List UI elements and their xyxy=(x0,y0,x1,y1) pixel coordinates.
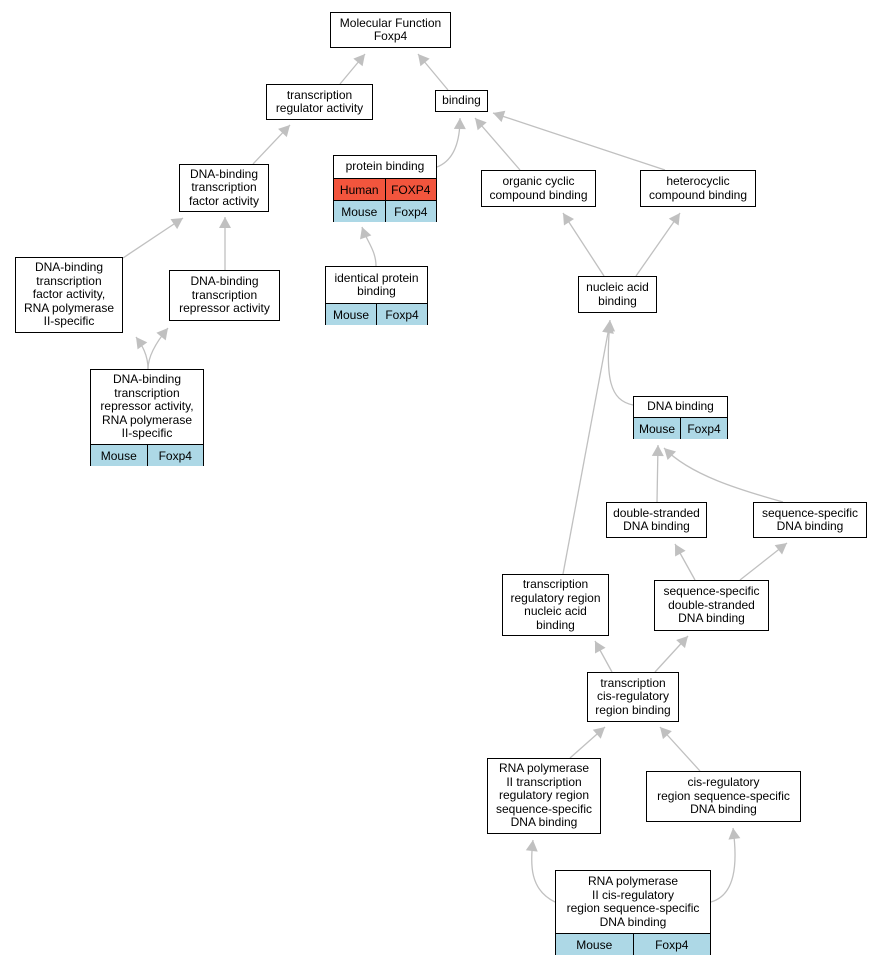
arrowhead-ssdb-to-dnab xyxy=(664,448,677,461)
arrowhead-trrnab-to-nab xyxy=(602,322,614,334)
arrowhead-pb-to-binding xyxy=(453,118,466,130)
arrowhead-tra-to-mf xyxy=(353,54,365,67)
arrowhead-tcrrb-to-ssdsdb xyxy=(676,636,688,649)
arrowhead-dbtra-to-dbtfa xyxy=(219,217,231,228)
node-label: transcription regulator activity xyxy=(275,87,364,115)
arrowhead-dsdb-to-dnab xyxy=(651,445,664,457)
node-label: DNA binding xyxy=(647,399,714,414)
node-label: heterocyclic compound binding xyxy=(648,174,748,202)
species-cell: Mouse xyxy=(334,201,385,222)
arrowhead-dbtra2-to-dbtra xyxy=(156,328,168,341)
species-cell: Mouse xyxy=(556,934,633,955)
node-label: DNA-binding transcription factor activit… xyxy=(188,166,260,208)
node-sequence-specific-ds-dna-binding[interactable]: sequence-specific double-stranded DNA bi… xyxy=(654,580,769,631)
annotation-row-mouse: Mouse Foxp4 xyxy=(91,444,203,466)
node-double-stranded-dna-binding[interactable]: double-stranded DNA binding xyxy=(606,502,707,538)
node-label: nucleic acid binding xyxy=(586,280,649,308)
arrowhead-ssdsdb-to-ssdb xyxy=(774,543,787,555)
node-dna-binding-tf-activity-rnap2[interactable]: DNA-binding transcription factor activit… xyxy=(15,257,123,333)
node-heterocyclic-compound-binding[interactable]: heterocyclic compound binding xyxy=(640,170,756,207)
gene-cell[interactable]: Foxp4 xyxy=(146,445,203,466)
node-identical-protein-binding[interactable]: identical protein binding Mouse Foxp4 xyxy=(325,266,428,325)
arrowhead-nab-to-hcb xyxy=(668,213,680,226)
arrowhead-occb-to-binding xyxy=(475,118,487,131)
node-label: protein binding xyxy=(345,159,425,174)
annotation-row-mouse: Mouse Foxp4 xyxy=(326,303,427,325)
node-label: sequence-specific DNA binding xyxy=(761,505,859,533)
node-dna-binding-repressor-activity-rnap2[interactable]: DNA-binding transcription repressor acti… xyxy=(90,369,204,466)
gene-cell[interactable]: Foxp4 xyxy=(632,934,710,955)
node-organic-cyclic-compound-binding[interactable]: organic cyclic compound binding xyxy=(481,170,596,207)
node-nucleic-acid-binding[interactable]: nucleic acid binding xyxy=(578,276,657,313)
node-rnap2-transcription-regulatory-region-binding[interactable]: RNA polymerase II transcription regulato… xyxy=(487,758,601,834)
annotation-row-mouse: Mouse Foxp4 xyxy=(556,933,710,955)
arrowhead-binding-to-mf xyxy=(418,54,430,67)
arrowhead-ssdsdb-to-dsdb xyxy=(675,544,686,557)
node-label: binding xyxy=(442,93,481,108)
node-transcription-regulator-activity[interactable]: transcription regulator activity xyxy=(266,84,373,120)
annotation-row-human: Human FOXP4 xyxy=(334,178,436,200)
node-label: Molecular Function Foxp4 xyxy=(339,15,442,43)
gene-cell[interactable]: Foxp4 xyxy=(384,201,436,222)
species-cell: Human xyxy=(334,179,385,200)
node-cis-regulatory-region-ss-dna-binding[interactable]: cis-regulatory region sequence-specific … xyxy=(646,771,801,822)
gene-cell[interactable]: Foxp4 xyxy=(376,304,427,325)
node-dna-binding[interactable]: DNA binding Mouse Foxp4 xyxy=(633,396,728,439)
species-cell: Mouse xyxy=(91,445,147,466)
arrowhead-nab-to-occb xyxy=(563,213,575,226)
arrowhead-dbtfa-to-tra xyxy=(278,125,290,138)
edge-occb-to-binding xyxy=(474,117,521,171)
node-label: DNA-binding transcription repressor acti… xyxy=(100,372,194,441)
node-label: sequence-specific double-stranded DNA bi… xyxy=(663,584,760,626)
edge-hcb-to-binding xyxy=(492,112,666,171)
node-label: transcription regulatory region nucleic … xyxy=(510,577,601,632)
node-label: transcription cis-regulatory region bind… xyxy=(595,675,671,717)
edge-dnab-to-nab xyxy=(607,319,634,406)
arrowhead-ipb-to-pb xyxy=(360,227,372,240)
node-molecular-function[interactable]: Molecular Function Foxp4 xyxy=(330,12,451,48)
node-sequence-specific-dna-binding[interactable]: sequence-specific DNA binding xyxy=(753,502,867,538)
node-label: DNA-binding transcription repressor acti… xyxy=(179,274,270,316)
edge-trrnab-to-nab xyxy=(562,321,611,575)
node-binding[interactable]: binding xyxy=(435,90,488,112)
gene-cell[interactable]: FOXP4 xyxy=(384,179,436,200)
species-cell: Mouse xyxy=(326,304,376,325)
node-label: identical protein binding xyxy=(334,270,419,298)
edge-ssdb-to-dnab xyxy=(663,447,784,503)
arrowhead-rnap-to-tcrrb xyxy=(592,727,605,739)
arrowhead-dbtra2-to-dbtfa2 xyxy=(136,337,148,350)
node-label: double-stranded DNA binding xyxy=(613,505,700,533)
node-label: RNA polymerase II transcription regulato… xyxy=(495,761,593,830)
node-rnap2-cis-regulatory-region-ss-dna-binding[interactable]: RNA polymerase II cis-regulatory region … xyxy=(555,870,711,955)
edge-nab-to-hcb xyxy=(635,212,681,277)
arrowhead-rnapcr-to-crrss xyxy=(728,828,741,840)
node-label: organic cyclic compound binding xyxy=(489,174,588,202)
arrowhead-hcb-to-binding xyxy=(493,110,506,123)
node-label: cis-regulatory region sequence-specific … xyxy=(657,775,790,817)
node-dna-binding-tf-activity[interactable]: DNA-binding transcription factor activit… xyxy=(179,164,269,212)
node-transcription-cis-regulatory-region-binding[interactable]: transcription cis-regulatory region bind… xyxy=(587,672,679,722)
edge-nab-to-occb xyxy=(562,212,605,277)
arrowhead-rnapcr-to-rnap xyxy=(525,840,538,852)
arrowhead-tcrrb-to-trrnab xyxy=(595,641,606,654)
node-transcription-regulatory-region-na-binding[interactable]: transcription regulatory region nucleic … xyxy=(502,574,609,636)
node-label: DNA-binding transcription factor activit… xyxy=(23,260,115,329)
gene-cell[interactable]: Foxp4 xyxy=(680,418,727,439)
annotation-row-mouse: Mouse Foxp4 xyxy=(334,200,436,222)
annotation-row-mouse: Mouse Foxp4 xyxy=(634,417,727,439)
node-dna-binding-repressor-activity[interactable]: DNA-binding transcription repressor acti… xyxy=(169,270,280,321)
species-cell: Mouse xyxy=(634,418,680,439)
arrowhead-dbtfa2-to-dbtfa xyxy=(170,218,183,230)
arrowhead-crrss-to-tcrrb xyxy=(660,727,672,740)
node-label: RNA polymerase II cis-regulatory region … xyxy=(566,874,700,929)
edge-dbtfa2-to-dbtfa xyxy=(122,217,184,259)
node-protein-binding[interactable]: protein binding Human FOXP4 Mouse Foxp4 xyxy=(333,155,437,222)
